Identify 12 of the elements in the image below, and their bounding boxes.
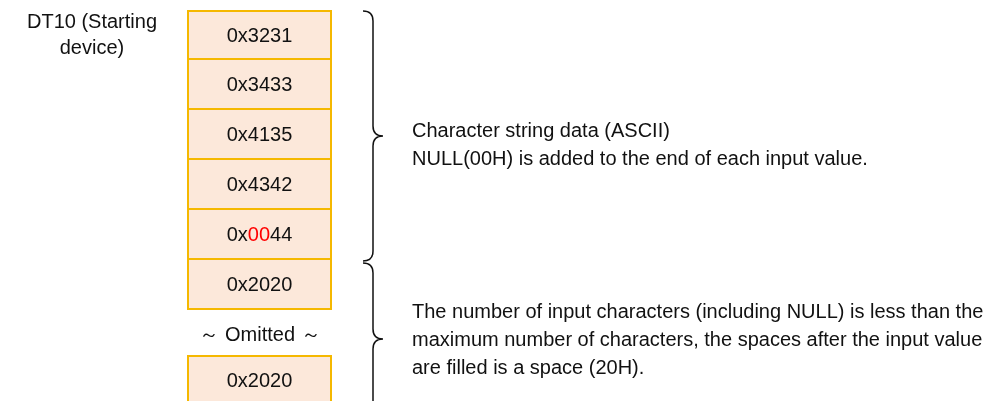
- memory-cell: 0x3433: [187, 60, 332, 110]
- memory-cell: 0x3231: [187, 10, 332, 60]
- memory-cell: 0x4135: [187, 110, 332, 160]
- omitted-text: ～ Omitted ～: [198, 322, 322, 347]
- memory-cell: 0x0044: [187, 210, 332, 260]
- memory-cell: 0x2020: [187, 355, 332, 401]
- starting-device-label: DT10 (Starting device): [25, 9, 159, 60]
- description-text: The number of input characters (including NULL) is less than the maximum number of characters, the spaces after the input value are filled is a space (20H).: [412, 299, 985, 380]
- description-text: NULL(00H) is added to the end of each input value.: [412, 146, 869, 171]
- description-text: Character string data (ASCII): [412, 118, 671, 143]
- memory-cell: 0x4342: [187, 160, 332, 210]
- memory-cell: 0x2020: [187, 260, 332, 310]
